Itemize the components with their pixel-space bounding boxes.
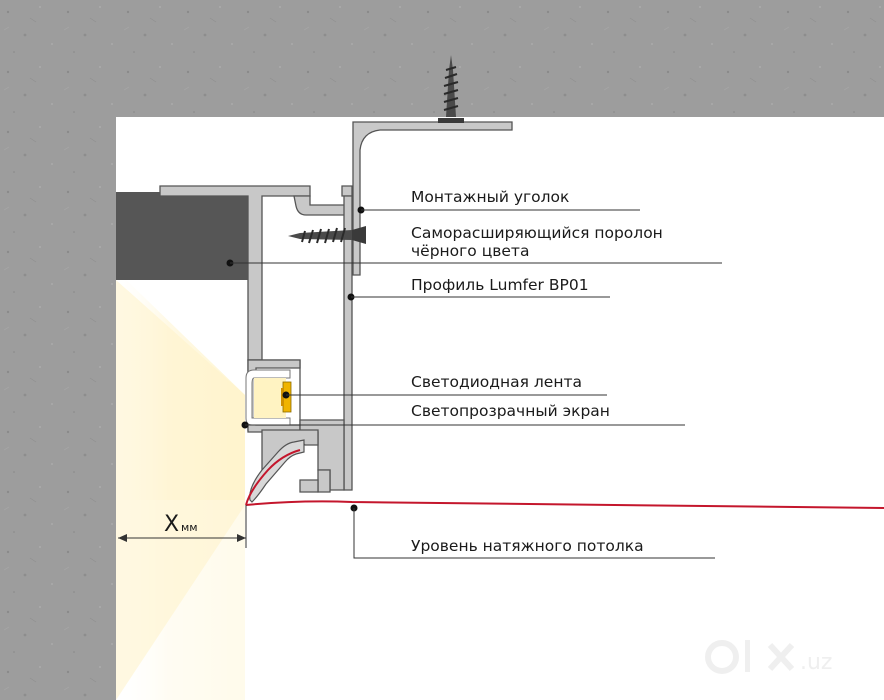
olx-watermark: .uz <box>705 640 832 675</box>
screw-side <box>288 226 366 244</box>
dimension-x: Х мм <box>118 505 247 548</box>
light-glow <box>116 280 245 700</box>
leader-lines <box>226 206 722 559</box>
label-diffuser: Светопрозрачный экран <box>411 402 610 420</box>
label-profile: Профиль Lumfer BP01 <box>411 276 589 294</box>
ceiling-film <box>245 500 884 509</box>
diffuser-glow <box>254 378 286 418</box>
harpoon-clip <box>249 439 305 503</box>
dimension-unit: мм <box>181 521 198 534</box>
screw-top <box>438 55 464 123</box>
label-foam-line1: Саморасширяющийся поролон <box>411 224 663 242</box>
lumfer-profile <box>159 185 353 493</box>
watermark-text: .uz <box>800 650 832 675</box>
dimension-letter: Х <box>164 512 179 537</box>
ceiling-film-edge <box>245 449 301 506</box>
black-foam <box>116 192 251 280</box>
label-foam-line2: чёрного цвета <box>411 242 529 260</box>
led-chip <box>281 388 284 406</box>
label-led-strip: Светодиодная лента <box>411 373 582 391</box>
mounting-bracket <box>352 121 513 276</box>
label-mounting-bracket: Монтажный уголок <box>411 188 569 206</box>
label-ceiling-level: Уровень натяжного потолка <box>411 537 644 555</box>
